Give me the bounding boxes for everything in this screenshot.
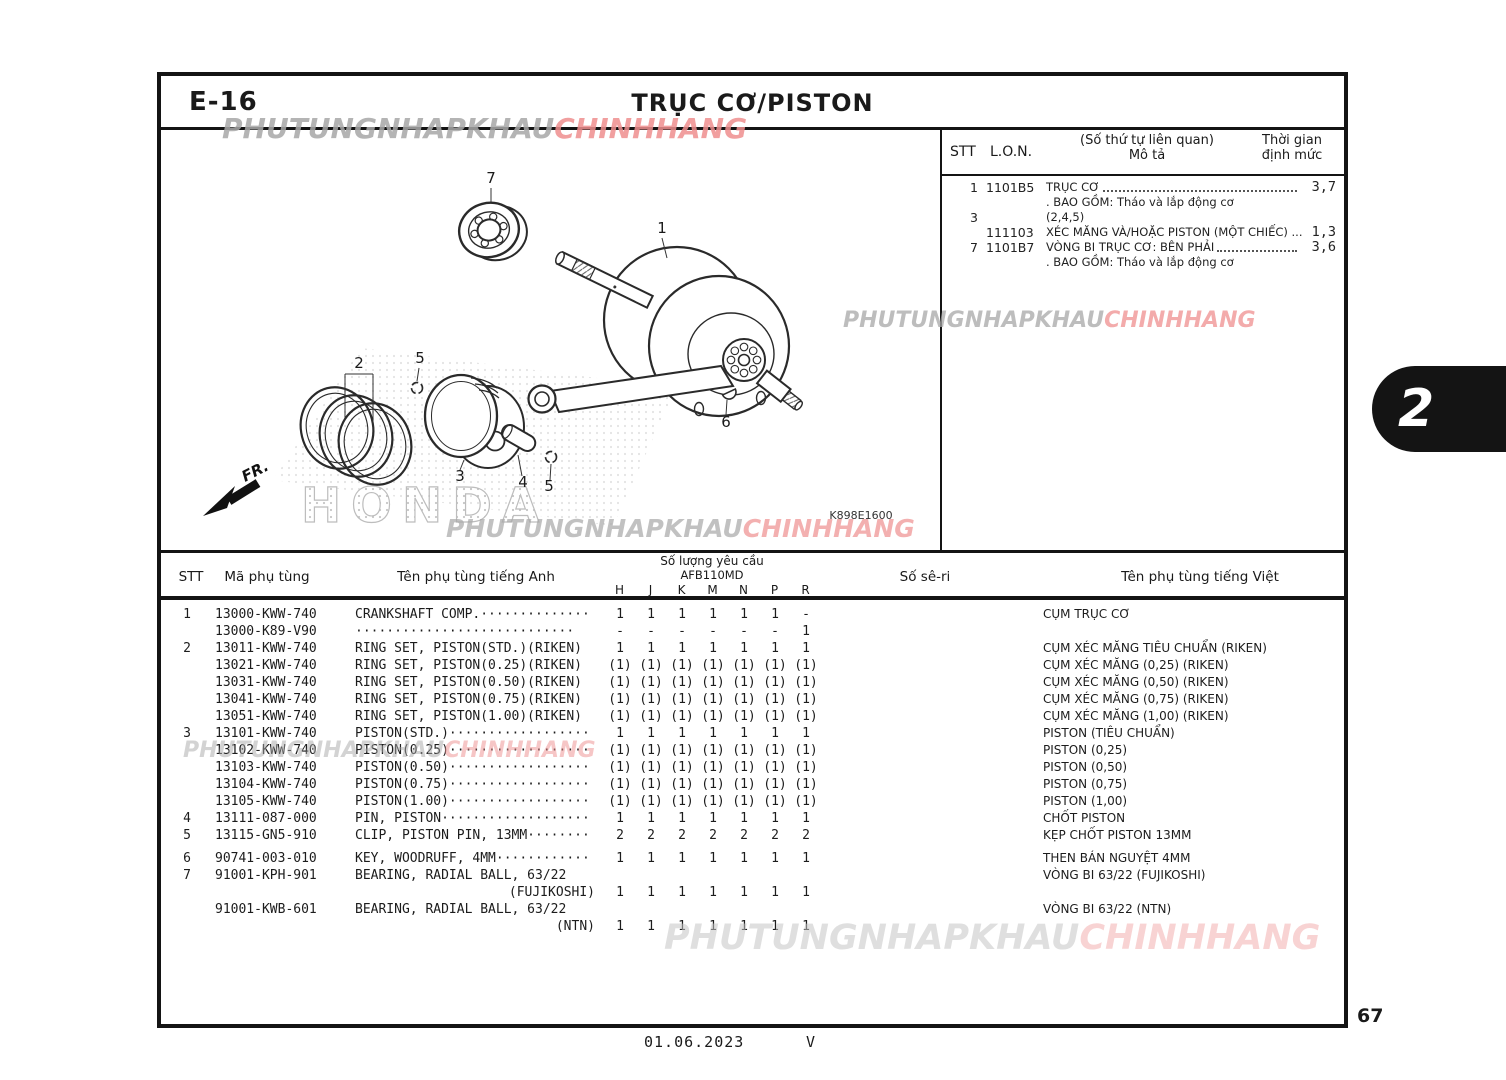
col-header-name-en: Tên phụ tùng tiếng Anh [397,569,555,585]
bearing-drawing [457,201,528,262]
col-header-stt: STT [178,569,204,585]
ref-header-desc: (Số thứ tự liên quan) Mô tả [1042,133,1252,163]
section-code: E-16 [189,87,258,117]
col-header-qty-title: Số lượng yêu cầu [660,554,764,568]
callout-1: 1 [657,219,667,237]
callout-4: 4 [518,473,528,491]
callout-5a: 5 [415,349,425,367]
title-band: E-16 TRỤC CƠ/PISTON [161,76,1344,130]
page-number: 67 [1357,1005,1384,1027]
page-frame: E-16 TRỤC CƠ/PISTON HONDA 7 [157,72,1348,1028]
callout-3: 3 [455,467,465,485]
section-tab-number: 2 [1398,379,1435,439]
parts-diagram: HONDA 7 [203,169,893,535]
ref-header-desc-line1: (Số thứ tự liên quan) [1080,133,1214,148]
col-header-qty-K: K [677,583,686,597]
page-title: TRỤC CƠ/PISTON [631,89,874,117]
ref-header-lon: L.O.N. [990,144,1033,160]
callout-5b: 5 [544,477,554,495]
clip-drawing [544,450,558,464]
parts-table-header: STT Mã phụ tùng Tên phụ tùng tiếng Anh S… [161,550,1344,600]
piston-drawing [423,373,525,469]
col-header-qty-model: AFB110MD [680,568,744,582]
col-header-name-vi: Tên phụ tùng tiếng Việt [1121,569,1279,585]
col-header-qty-N: N [739,583,748,597]
piston-pin-drawing [500,424,537,452]
col-header-qty-H: H [614,583,625,597]
col-header-qty-R: R [801,583,810,597]
crankshaft-drawing [527,245,803,418]
col-header-qty-J: J [648,583,653,597]
diagram-code: K898E1600 [829,509,892,522]
col-header-qty-M: M [707,583,718,597]
section-tab: 2 [1372,366,1506,452]
honda-watermark: HONDA [301,478,549,534]
ref-header-time: Thời gian định mức [1246,133,1338,163]
piston-rings-drawing [299,386,413,486]
col-header-code: Mã phụ tùng [224,569,310,585]
reference-table: STT L.O.N. (Số thứ tự liên quan) Mô tả T… [940,130,1344,550]
col-header-serial: Số sê-ri [899,569,951,585]
col-header-qty-P: P [770,583,779,597]
reference-table-header: STT L.O.N. (Số thứ tự liên quan) Mô tả T… [942,130,1344,176]
ref-header-time-line2: định mức [1261,148,1323,163]
woodruff-key-drawing [721,387,737,400]
ref-table-row: . BAO GỒM: Tháo và lắp động cơ [1046,195,1234,209]
ref-header-stt: STT [950,144,976,160]
footer-version: V [806,1033,816,1051]
parts-table-row: 13000-K89-V90···························… [215,624,810,639]
footer-date: 01.06.2023 [644,1033,745,1051]
ref-header-time-line1: Thời gian [1262,133,1322,148]
fr-label: FR. [239,457,272,486]
callout-7: 7 [486,169,496,187]
ref-table-row: 3(2,4,5) [970,210,1085,225]
ref-table-row: . BAO GỒM: Tháo và lắp động cơ [1046,255,1234,269]
callout-6: 6 [721,413,731,431]
fr-direction-arrow: FR. [203,457,272,516]
ref-header-desc-line2: Mô tả [1128,148,1166,163]
callout-2: 2 [354,354,364,372]
clip-drawing [410,381,424,395]
